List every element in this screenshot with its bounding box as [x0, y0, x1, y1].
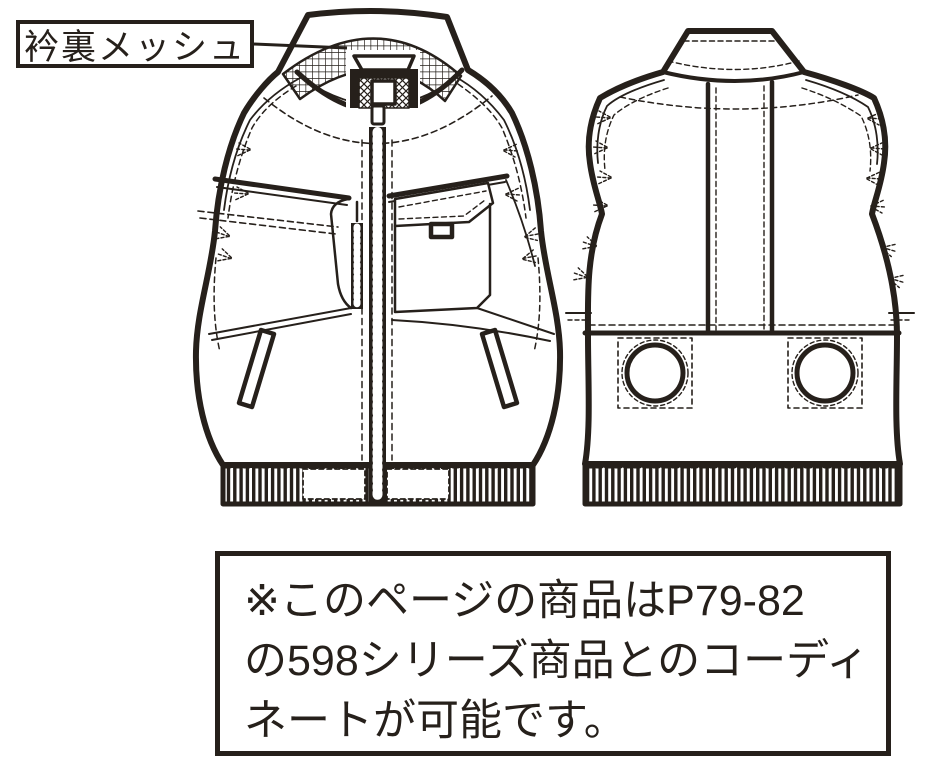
collar-mesh-callout: 衿裏メッシュ: [16, 20, 254, 68]
front-waist-seams: [208, 307, 555, 342]
back-vest-illustration: [565, 28, 915, 507]
collar-mesh-callout-label: 衿裏メッシュ: [23, 27, 246, 67]
front-welt-pocket-right: [479, 327, 520, 410]
zipper-slider: [370, 104, 386, 126]
coordination-note: ※このページの商品はP79-82 の598シリーズ商品とのコーディ ネートが可能…: [215, 551, 891, 756]
front-vest-illustration: [192, 7, 564, 507]
front-welt-pocket-left: [236, 327, 277, 410]
callout-leader-line: [252, 42, 348, 50]
back-fan-opening-left: [617, 337, 693, 409]
note-line-2: の598シリーズ商品とのコーディ: [244, 637, 870, 685]
front-inner-neck-panel: [346, 50, 420, 114]
back-fan-opening-right: [787, 337, 863, 409]
back-center-panel: [705, 79, 775, 335]
back-waist-seam: [565, 312, 915, 336]
note-line-1: ※このページの商品はP79-82: [244, 577, 805, 625]
back-hem-rib: [582, 461, 903, 507]
note-line-3: ネートが可能です。: [244, 697, 627, 745]
front-zipper: [361, 104, 393, 504]
back-shoulder-stitching: [596, 79, 879, 172]
pocket-tab: [428, 221, 455, 240]
back-collar: [619, 40, 859, 110]
back-outline: [582, 28, 903, 467]
neck-panel-square: [370, 79, 397, 106]
front-left-chest-zip-pocket: [351, 200, 363, 310]
